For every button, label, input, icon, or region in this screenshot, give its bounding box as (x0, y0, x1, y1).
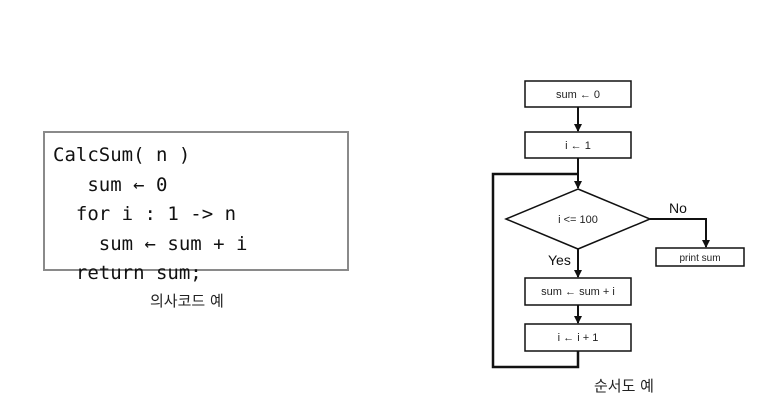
print-sum-text: print sum (679, 253, 720, 264)
code-line: sum ← 0 (53, 173, 168, 196)
condition-text: i <= 100 (558, 214, 598, 226)
code-line: return sum; (53, 262, 202, 284)
init-sum-text: sum ← 0 (556, 89, 600, 101)
code-line: sum ← sum + i (53, 232, 248, 255)
flowchart-caption: 순서도 예 (594, 377, 654, 395)
no-label: No (669, 200, 687, 216)
yes-label: Yes (548, 252, 571, 268)
no-branch-arrow (650, 218, 710, 248)
increment-text: i ← i + 1 (558, 332, 599, 344)
update-sum-text: sum ← sum + i (541, 286, 615, 298)
init-i-text: i ← 1 (565, 140, 591, 152)
update-sum-box (524, 277, 632, 306)
code-line: CalcSum( n ) (53, 144, 191, 166)
pseudocode-caption: 의사코드 예 (150, 292, 224, 310)
code-line: for i : 1 -> n (53, 203, 237, 225)
pseudocode-box: CalcSum( n ) sum ← 0 for i : 1 -> n sum … (43, 131, 349, 284)
loop-back-arrow (491, 172, 580, 369)
print-sum-box (655, 247, 745, 267)
